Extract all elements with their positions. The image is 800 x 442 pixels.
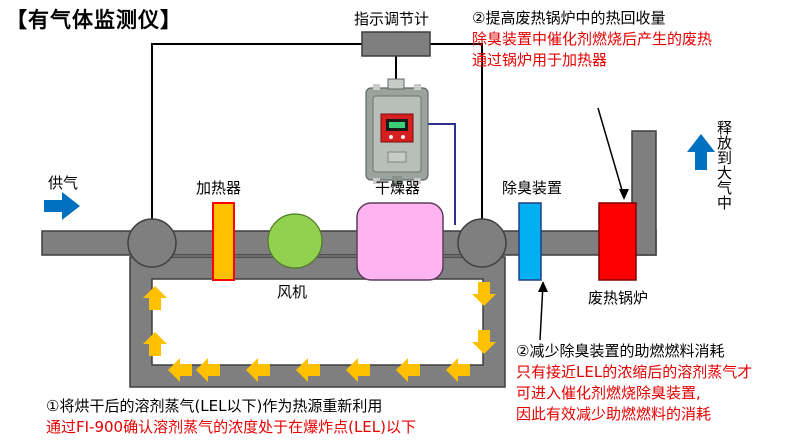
flow-arrow-up-1 (143, 332, 167, 356)
dryer (356, 202, 444, 281)
note-heat-recovery-heading: ②提高废热锅炉中的热回收量 (472, 9, 666, 27)
note-heat-recovery: ②提高废热锅炉中的热回收量 除臭装置中催化剂燃烧后产生的废热 通过锅炉用于加热器 (472, 8, 712, 71)
note-heat-recovery-line: 通过锅炉用于加热器 (472, 51, 608, 69)
heater (212, 202, 235, 281)
flow-arrow-left-7 (168, 358, 192, 382)
signal-wire-right (430, 43, 483, 231)
note-fuel-reduction-line: 只有接近LEL的浓缩后的溶剂蒸气才 (516, 363, 753, 381)
note-solvent-reuse-heading: ①将烘干后的溶剂蒸气(LEL以下)作为热源重新利用 (46, 397, 383, 415)
recirculation-pipe-outline-outer (129, 256, 506, 388)
note-fuel-reduction: ②减少除臭装置的助燃燃料消耗 只有接近LEL的浓缩后的溶剂蒸气才 可进入催化剂燃… (516, 341, 752, 425)
exhaust-cover (633, 232, 655, 254)
callout-arrowhead-deodorizer (538, 281, 548, 292)
flow-arrow-up-2 (143, 286, 167, 310)
deodorizer-label: 除臭装置 (502, 179, 563, 197)
flow-arrow-left-2 (396, 358, 420, 382)
recirculation-pipe (130, 257, 505, 387)
valve-right (457, 218, 507, 268)
indicating-controller (361, 31, 431, 57)
valve-left (127, 218, 177, 268)
deodorizer (518, 202, 542, 281)
flow-arrow-left-6 (196, 358, 220, 382)
signal-wire-left (151, 43, 362, 231)
sensor-line (424, 123, 456, 225)
fan-label: 风机 (277, 283, 308, 301)
flow-arrow-left-1 (446, 358, 470, 382)
note-fuel-reduction-line: 可进入催化剂燃烧除臭装置, (516, 384, 701, 402)
controller-label: 指示调节计 (354, 10, 430, 28)
flow-arrow-left-4 (296, 358, 320, 382)
note-heat-recovery-line: 除臭装置中催化剂燃烧后产生的废热 (472, 30, 713, 48)
note-fuel-reduction-line: 因此有效减少助燃燃料的消耗 (516, 405, 712, 423)
dryer-label: 干燥器 (375, 179, 421, 197)
boiler-label: 废热锅炉 (588, 289, 649, 307)
supply-label: 供气 (48, 174, 79, 192)
flow-arrow-left-3 (346, 358, 370, 382)
waste-heat-boiler (598, 202, 637, 281)
note-solvent-reuse: ①将烘干后的溶剂蒸气(LEL以下)作为热源重新利用 通过FI-900确认溶剂蒸气… (46, 396, 416, 438)
callout-line-boiler (597, 107, 625, 198)
exhaust-label: 释放到大气中 (715, 120, 733, 210)
flow-arrow-down-1 (472, 282, 496, 306)
callout-arrowhead-boiler (619, 189, 629, 200)
callout-line-deodorizer (539, 283, 544, 341)
note-solvent-reuse-line: 通过FI-900确认溶剂蒸气的浓度处于在爆炸点(LEL)以下 (46, 418, 416, 436)
flow-arrow-down-2 (472, 330, 496, 354)
supply-arrow-icon (44, 192, 80, 220)
fan (267, 213, 323, 269)
heater-label: 加热器 (196, 179, 242, 197)
exhaust-arrow-icon (687, 134, 715, 170)
recirculation-pipe-outline-inner (151, 278, 484, 366)
page-title: 【有气体监测仪】 (6, 8, 182, 32)
flow-arrow-left-5 (246, 358, 270, 382)
gas-monitor-device (365, 78, 429, 186)
recirculation-arrows (143, 282, 496, 382)
note-fuel-reduction-heading: ②减少除臭装置的助燃燃料消耗 (516, 342, 725, 360)
